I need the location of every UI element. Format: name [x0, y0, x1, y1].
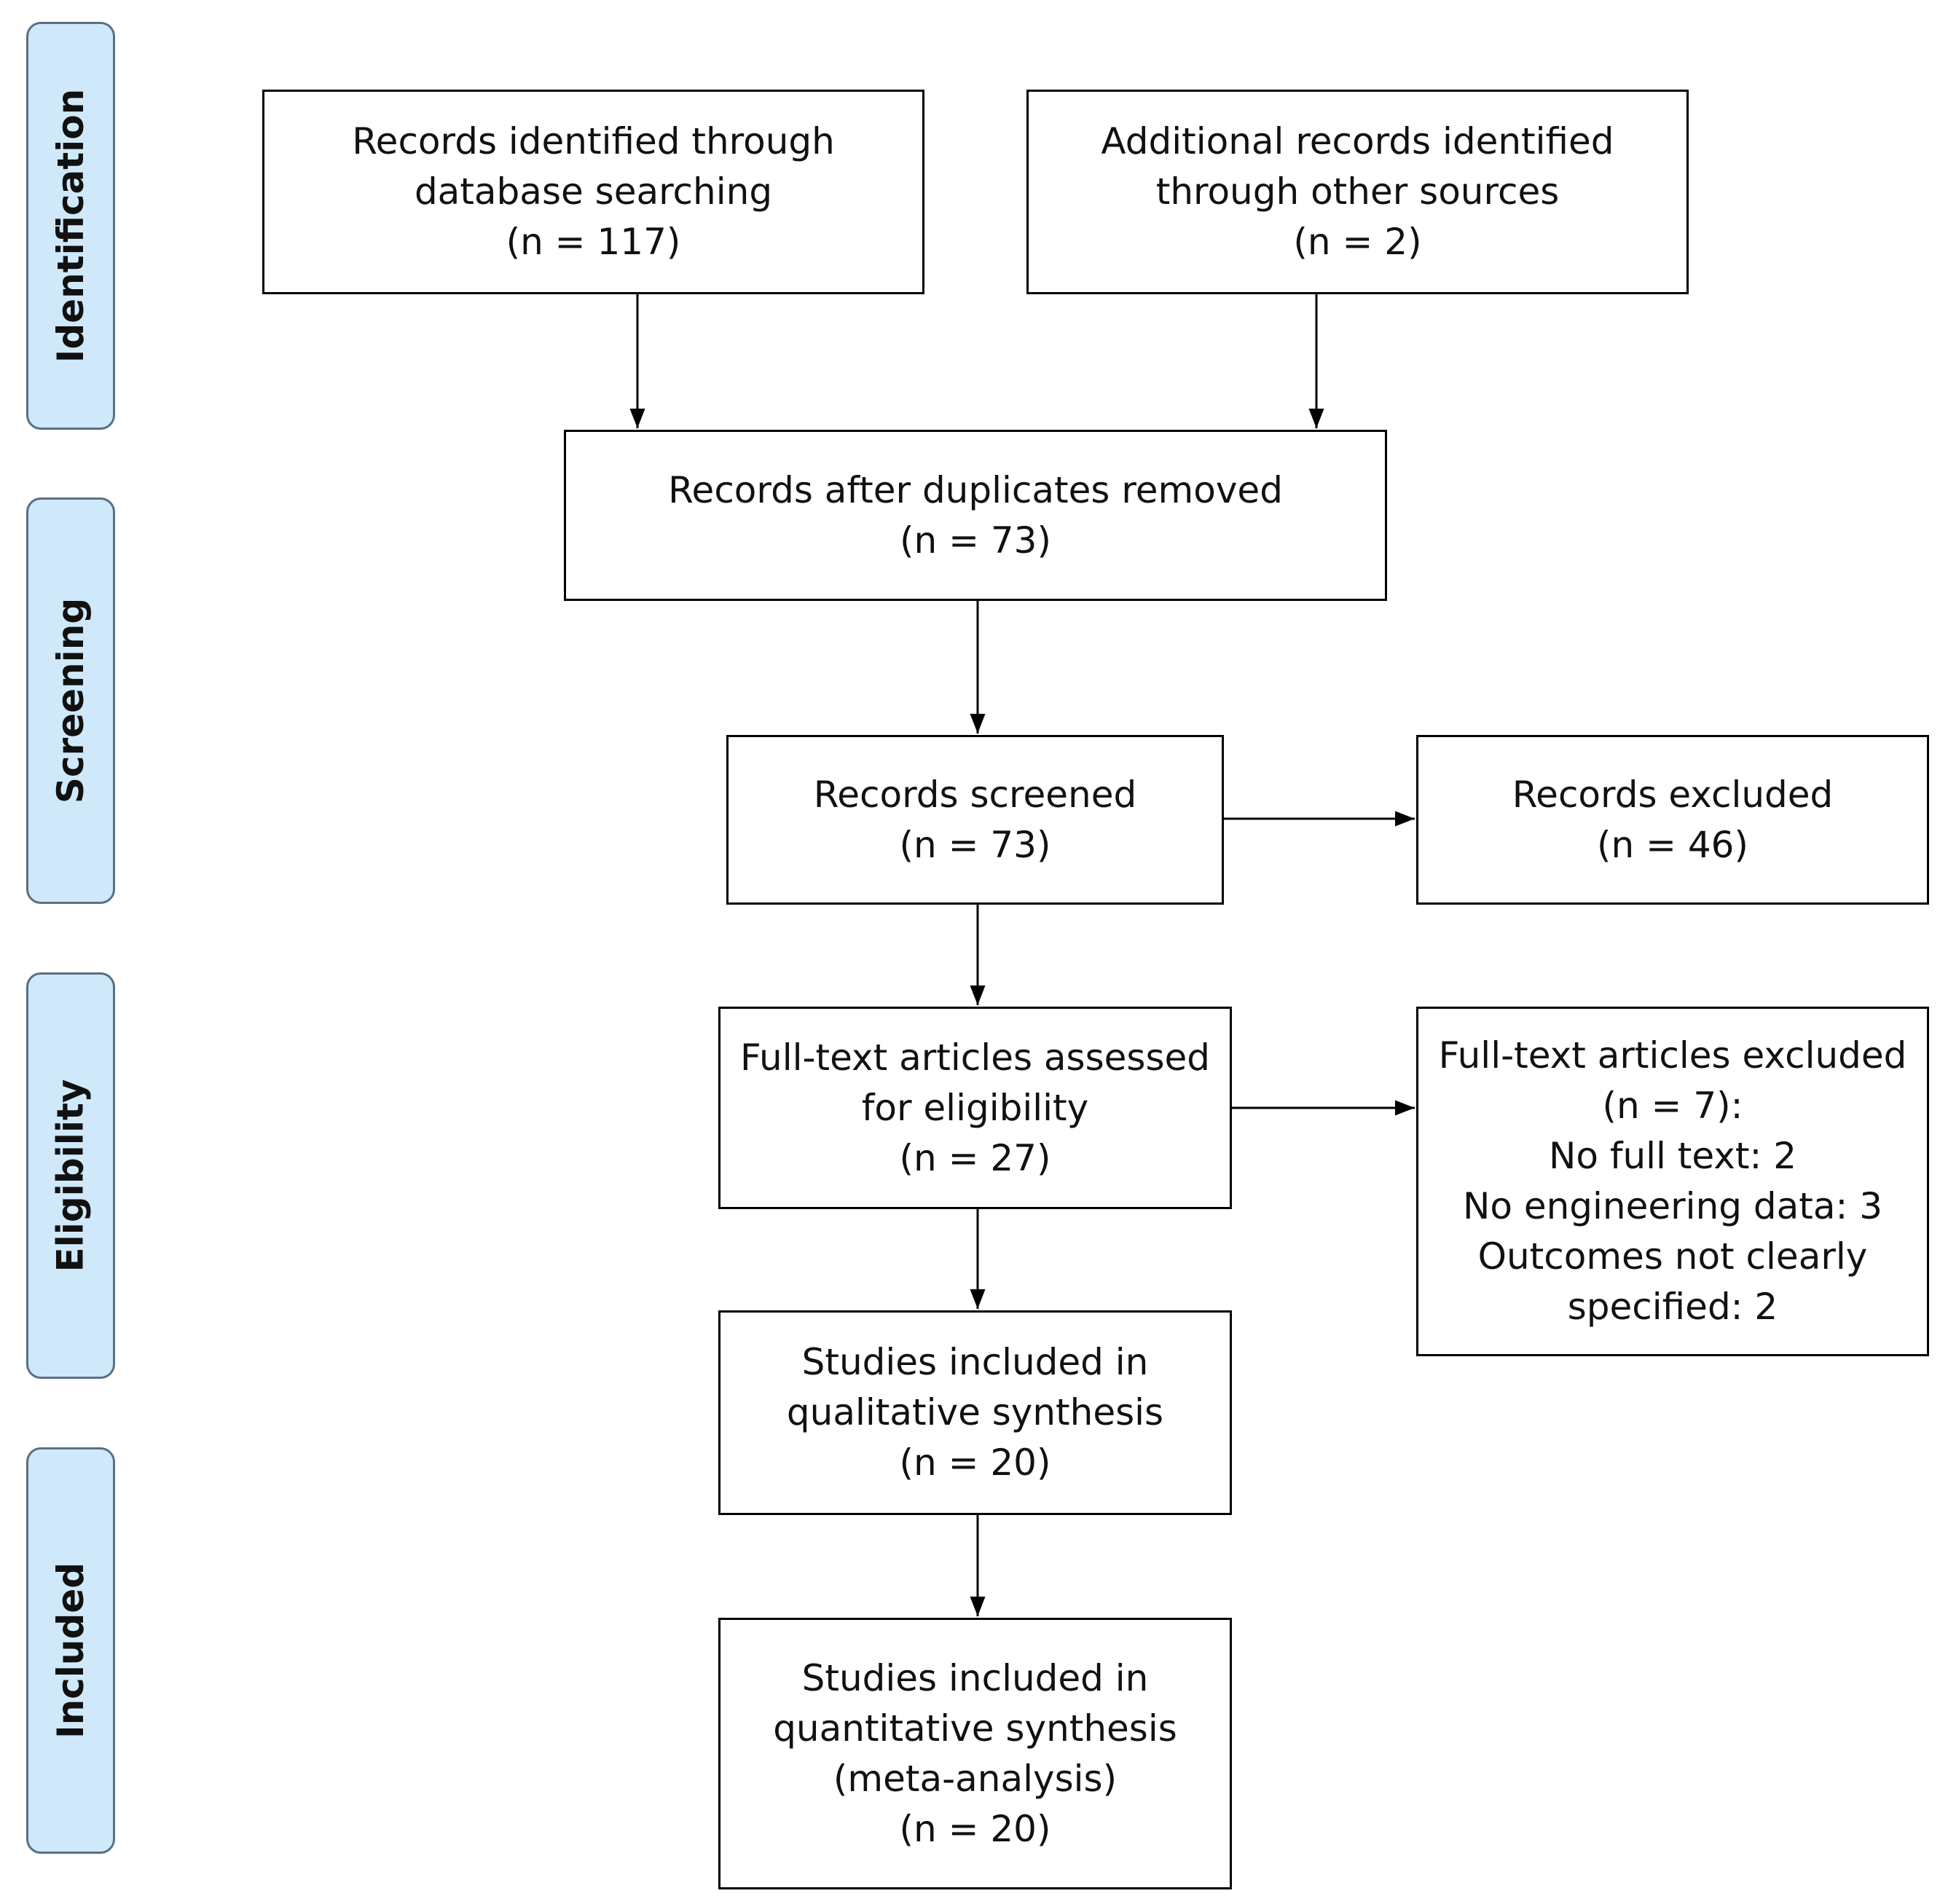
stage-included: Included	[26, 1447, 115, 1854]
duplicates-removed-count: (n = 73)	[899, 519, 1051, 562]
fulltext-excluded-line-1: Full-text articles excluded	[1438, 1034, 1907, 1077]
database-records-box: Records identified through database sear…	[262, 90, 924, 294]
quantitative-synthesis-count: (n = 20)	[899, 1807, 1051, 1850]
stage-screening: Screening	[26, 497, 115, 904]
duplicates-removed-box: Records after duplicates removed (n = 73…	[564, 430, 1387, 601]
fulltext-assessed-line-2: for eligibility	[861, 1086, 1089, 1129]
fulltext-assessed-count: (n = 27)	[899, 1136, 1051, 1179]
other-sources-line-1: Additional records identified	[1101, 120, 1614, 162]
records-screened-line-1: Records screened	[813, 773, 1137, 816]
other-sources-box: Additional records identified through ot…	[1026, 90, 1689, 294]
qualitative-synthesis-box: Studies included in qualitative synthesi…	[718, 1310, 1232, 1515]
fulltext-excluded-reason-no-engineering-data: No engineering data: 3	[1462, 1185, 1883, 1227]
records-screened-count: (n = 73)	[899, 823, 1051, 866]
qualitative-synthesis-count: (n = 20)	[899, 1441, 1051, 1484]
records-excluded-box: Records excluded (n = 46)	[1416, 735, 1929, 905]
fulltext-excluded-reason-outcomes-line-1: Outcomes not clearly	[1477, 1235, 1868, 1278]
other-sources-count: (n = 2)	[1293, 221, 1422, 263]
stage-identification: Identification	[26, 22, 115, 430]
quantitative-synthesis-line-2: quantitative synthesis	[773, 1707, 1177, 1750]
quantitative-synthesis-line-1: Studies included in	[801, 1656, 1149, 1699]
fulltext-excluded-reason-no-full-text: No full text: 2	[1548, 1135, 1797, 1177]
quantitative-synthesis-box: Studies included in quantitative synthes…	[718, 1618, 1232, 1889]
records-excluded-count: (n = 46)	[1596, 823, 1748, 866]
stage-eligibility: Eligibility	[26, 972, 115, 1379]
fulltext-excluded-box: Full-text articles excluded (n = 7): No …	[1416, 1007, 1929, 1356]
fulltext-assessed-line-1: Full-text articles assessed	[740, 1036, 1210, 1079]
other-sources-line-2: through other sources	[1155, 170, 1560, 213]
fulltext-assessed-box: Full-text articles assessed for eligibil…	[718, 1007, 1232, 1209]
duplicates-removed-line-1: Records after duplicates removed	[668, 468, 1283, 511]
records-excluded-line-1: Records excluded	[1512, 773, 1834, 816]
database-records-count: (n = 117)	[506, 221, 681, 263]
records-screened-box: Records screened (n = 73)	[726, 735, 1224, 905]
fulltext-excluded-count: (n = 7):	[1602, 1085, 1743, 1127]
qualitative-synthesis-line-1: Studies included in	[801, 1341, 1149, 1383]
qualitative-synthesis-line-2: qualitative synthesis	[786, 1391, 1164, 1433]
database-records-line-1: Records identified through	[352, 120, 835, 162]
database-records-line-2: database searching	[414, 170, 773, 213]
quantitative-synthesis-line-3: (meta-analysis)	[833, 1757, 1118, 1800]
fulltext-excluded-reason-outcomes-line-2: specified: 2	[1567, 1286, 1778, 1328]
